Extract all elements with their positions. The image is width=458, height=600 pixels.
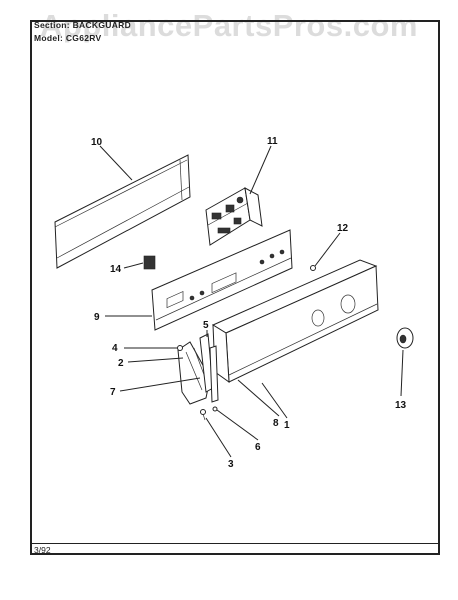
watermark-text: AppliancePartsPros.com (40, 8, 418, 43)
callout-7: 7 (110, 387, 116, 398)
section-label: Section: BACKGUARD (34, 20, 132, 30)
callout-labels: 10 11 12 14 9 5 4 2 7 8 1 6 3 13 (91, 136, 407, 470)
model-label: Model: CG62RV (34, 33, 102, 43)
callout-6: 6 (255, 442, 261, 453)
callout-11: 11 (267, 136, 278, 147)
part-4-spring (177, 345, 183, 351)
part-3-screw (200, 409, 206, 421)
leader-lines (99, 145, 404, 458)
revision-date: 3/92 (34, 545, 51, 555)
callout-4: 4 (112, 343, 118, 354)
callout-5: 5 (203, 320, 209, 331)
part-11-control-board (205, 187, 263, 246)
callout-1: 1 (284, 420, 290, 431)
callout-13: 13 (395, 400, 407, 411)
callout-9: 9 (94, 312, 100, 323)
callout-14: 14 (110, 264, 122, 275)
part-10-rear-panel (54, 154, 191, 269)
part-13-knob (396, 327, 414, 349)
callout-8: 8 (273, 418, 279, 429)
callout-12: 12 (337, 223, 349, 234)
part-6-screw (212, 406, 218, 412)
part-2-end-cap (177, 341, 211, 405)
part-9-control-panel (151, 229, 293, 331)
part-14-clip (143, 255, 156, 270)
footer-divider (30, 543, 440, 544)
part-8-bar (209, 345, 219, 403)
callout-10: 10 (91, 137, 103, 148)
part-12-screw (310, 265, 316, 271)
diagram-frame (30, 20, 440, 555)
callout-3: 3 (228, 459, 234, 470)
callout-2: 2 (118, 358, 124, 369)
